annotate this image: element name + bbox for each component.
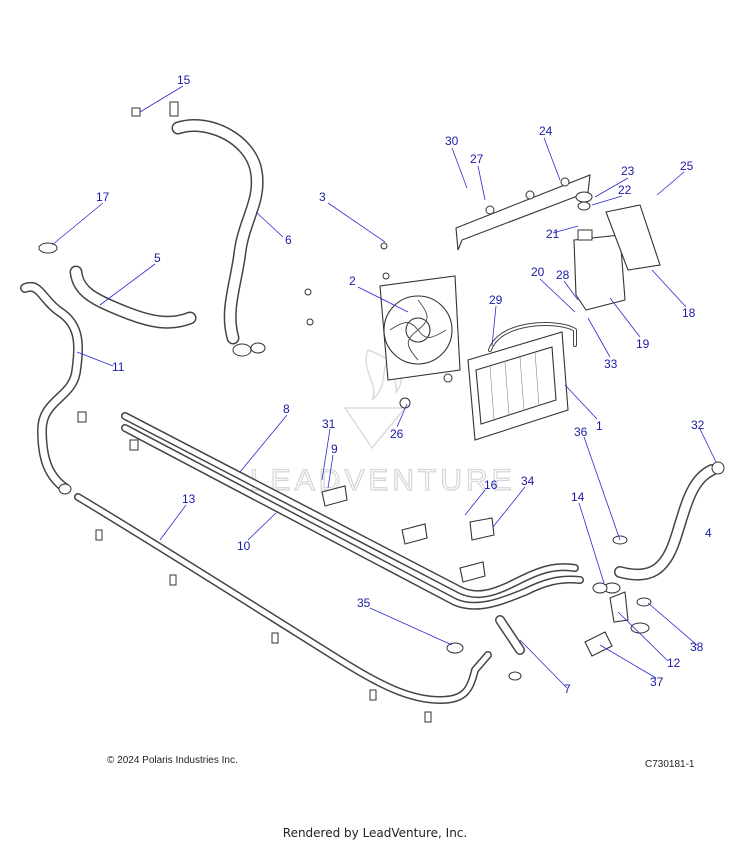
callout-13: 13 [182, 492, 196, 506]
callout-36: 36 [574, 425, 588, 439]
cap-22-23 [575, 191, 593, 211]
callout-20: 20 [531, 265, 545, 279]
callout-4: 4 [705, 526, 712, 540]
fittings-12-37-38 [584, 582, 652, 657]
leader-lines [51, 85, 717, 689]
callout-29: 29 [489, 293, 503, 307]
callout-18: 18 [682, 306, 696, 320]
callout-10: 10 [237, 539, 251, 553]
callout-26: 26 [390, 427, 404, 441]
callout-28: 28 [556, 268, 570, 282]
bracket-18 [605, 204, 661, 271]
callout-2: 2 [349, 274, 356, 288]
hose-11 [20, 281, 84, 495]
callout-33: 33 [604, 357, 618, 371]
tubes-8-10 [77, 411, 584, 610]
coolant-reservoir-19 [573, 229, 626, 311]
callout-27: 27 [470, 152, 484, 166]
callouts: 15 17 5 6 11 3 2 30 27 24 23 22 21 25 20… [96, 73, 712, 696]
hose-6 [169, 101, 266, 357]
bracket-24 [455, 174, 591, 251]
callout-16: 16 [484, 478, 498, 492]
callout-23: 23 [621, 164, 635, 178]
callout-15: 15 [177, 73, 191, 87]
callout-14: 14 [571, 490, 585, 504]
leadventure-watermark: LEADVENTURE [249, 349, 516, 498]
fan-assembly-2 [304, 242, 461, 409]
callout-24: 24 [539, 124, 553, 138]
drawing-number: C730181-1 [645, 759, 695, 770]
rendered-by-credit: Rendered by LeadVenture, Inc. [282, 826, 468, 840]
callout-5: 5 [154, 251, 161, 265]
callout-19: 19 [636, 337, 650, 351]
tube-13 [74, 493, 492, 723]
callout-1: 1 [596, 419, 603, 433]
hose-5 [69, 265, 197, 329]
callout-12: 12 [667, 656, 681, 670]
callout-7: 7 [564, 682, 571, 696]
callout-21: 21 [546, 227, 560, 241]
callout-3: 3 [319, 190, 326, 204]
radiator-1 [467, 322, 577, 441]
hose-7 [495, 615, 525, 681]
callout-32: 32 [691, 418, 705, 432]
callout-22: 22 [618, 183, 632, 197]
callout-30: 30 [445, 134, 459, 148]
callout-8: 8 [283, 402, 290, 416]
callout-38: 38 [690, 640, 704, 654]
callout-25: 25 [680, 159, 694, 173]
callout-17: 17 [96, 190, 110, 204]
cooling-system-parts-diagram: LEADVENTURE [20, 73, 725, 723]
watermark-text: LEADVENTURE [250, 464, 516, 497]
callout-9: 9 [331, 442, 338, 456]
clamps [38, 107, 628, 654]
hose-4 [614, 461, 725, 581]
callout-31: 31 [322, 417, 336, 431]
copyright-notice: © 2024 Polaris Industries Inc. [107, 755, 238, 766]
callout-35: 35 [357, 596, 371, 610]
callout-37: 37 [650, 675, 664, 689]
callout-34: 34 [521, 474, 535, 488]
callout-6: 6 [285, 233, 292, 247]
callout-11: 11 [112, 360, 125, 374]
